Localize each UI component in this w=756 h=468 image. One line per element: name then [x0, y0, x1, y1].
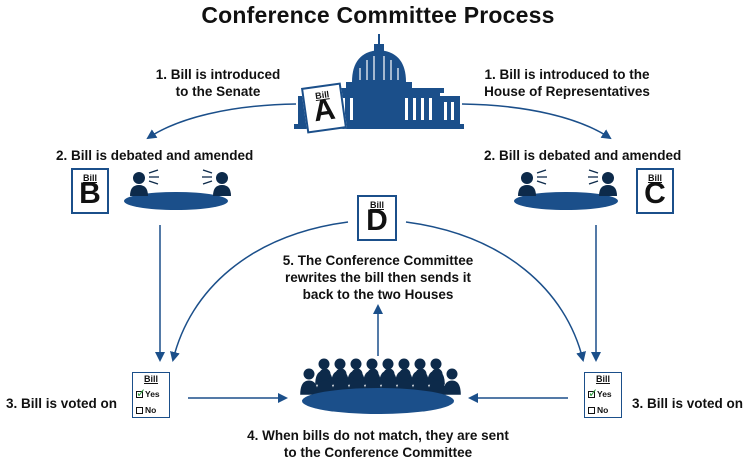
bill-c-card: Bill C [636, 168, 674, 214]
step-5-rewrite: 5. The Conference Committee rewrites the… [258, 252, 498, 303]
speech-lines-icon [148, 169, 159, 185]
house-debate-table [514, 169, 618, 210]
step-3-senate: 3. Bill is voted on [6, 396, 118, 411]
step-1-senate-line-2: to the Senate [175, 84, 261, 99]
speech-lines-icon [588, 169, 599, 185]
step-5-line-3: back to the two Houses [302, 287, 454, 302]
speech-lines-icon [536, 169, 547, 185]
house-ballot-no-label: No [597, 405, 609, 415]
step-1-senate-line-1: 1. Bill is introduced [155, 67, 281, 82]
arrow-to-house-debate [461, 103, 612, 140]
senate-ballot: Bill ✓ Yes No [132, 372, 170, 418]
step-4-conference: 4. When bills do not match, they are sen… [218, 427, 538, 461]
person-icon [443, 368, 461, 395]
step-5-line-2: rewrites the bill then sends it [284, 270, 472, 285]
step-1-senate: 1. Bill is introduced to the Senate [138, 66, 298, 100]
checkmark-icon: ✓ [588, 385, 599, 400]
bill-a-letter: A [311, 92, 338, 129]
house-ballot-yes-label: Yes [597, 389, 612, 399]
person-icon [300, 368, 318, 395]
senate-debate-table [124, 169, 231, 210]
conference-committee-table [300, 358, 461, 414]
bill-b-letter: B [79, 177, 101, 210]
step-4-line-1: 4. When bills do not match, they are sen… [247, 428, 509, 443]
step-1-house-line-1: 1. Bill is introduced to the [484, 67, 650, 82]
step-1-house: 1. Bill is introduced to the House of Re… [462, 66, 672, 100]
senate-ballot-yes: ✓ Yes [136, 385, 160, 400]
person-icon [599, 172, 617, 196]
bill-c-heading: Bill [647, 173, 662, 183]
house-ballot: Bill ✓ Yes No [584, 372, 622, 418]
step-1-house-line-2: House of Representatives [484, 84, 650, 99]
senate-ballot-heading: Bill [143, 374, 158, 384]
bill-a-card: Bill A [300, 82, 348, 134]
bill-d-heading: Bill [369, 200, 384, 210]
speech-lines-icon [202, 169, 213, 185]
arrow-d-to-senate-vote [170, 221, 349, 362]
house-ballot-heading: Bill [595, 374, 610, 384]
person-icon [213, 172, 231, 196]
checkmark-icon: ✓ [136, 385, 147, 400]
person-icon [428, 368, 446, 395]
house-ballot-no: No [588, 405, 608, 415]
step-5-line-1: 5. The Conference Committee [282, 253, 474, 268]
house-ballot-yes: ✓ Yes [588, 385, 612, 400]
bill-b-heading: Bill [82, 173, 97, 183]
senate-ballot-no: No [136, 405, 156, 415]
bill-b-card: Bill B [71, 168, 109, 214]
senate-ballot-yes-label: Yes [145, 389, 160, 399]
person-icon [518, 172, 536, 196]
senate-ballot-no-label: No [145, 405, 157, 415]
arrow-d-to-house-vote [405, 221, 586, 362]
bill-d-card: Bill D [357, 195, 397, 241]
step-2-senate: 2. Bill is debated and amended [56, 148, 254, 163]
arrow-to-senate-debate [146, 103, 297, 140]
person-icon [130, 172, 148, 196]
step-3-house: 3. Bill is voted on [632, 396, 744, 411]
step-2-house: 2. Bill is debated and amended [484, 148, 682, 163]
diagram-title: Conference Committee Process [201, 2, 555, 28]
step-4-line-2: to the Conference Committee [283, 445, 473, 460]
bill-d-letter: D [366, 204, 388, 237]
bill-c-letter: C [644, 177, 666, 210]
